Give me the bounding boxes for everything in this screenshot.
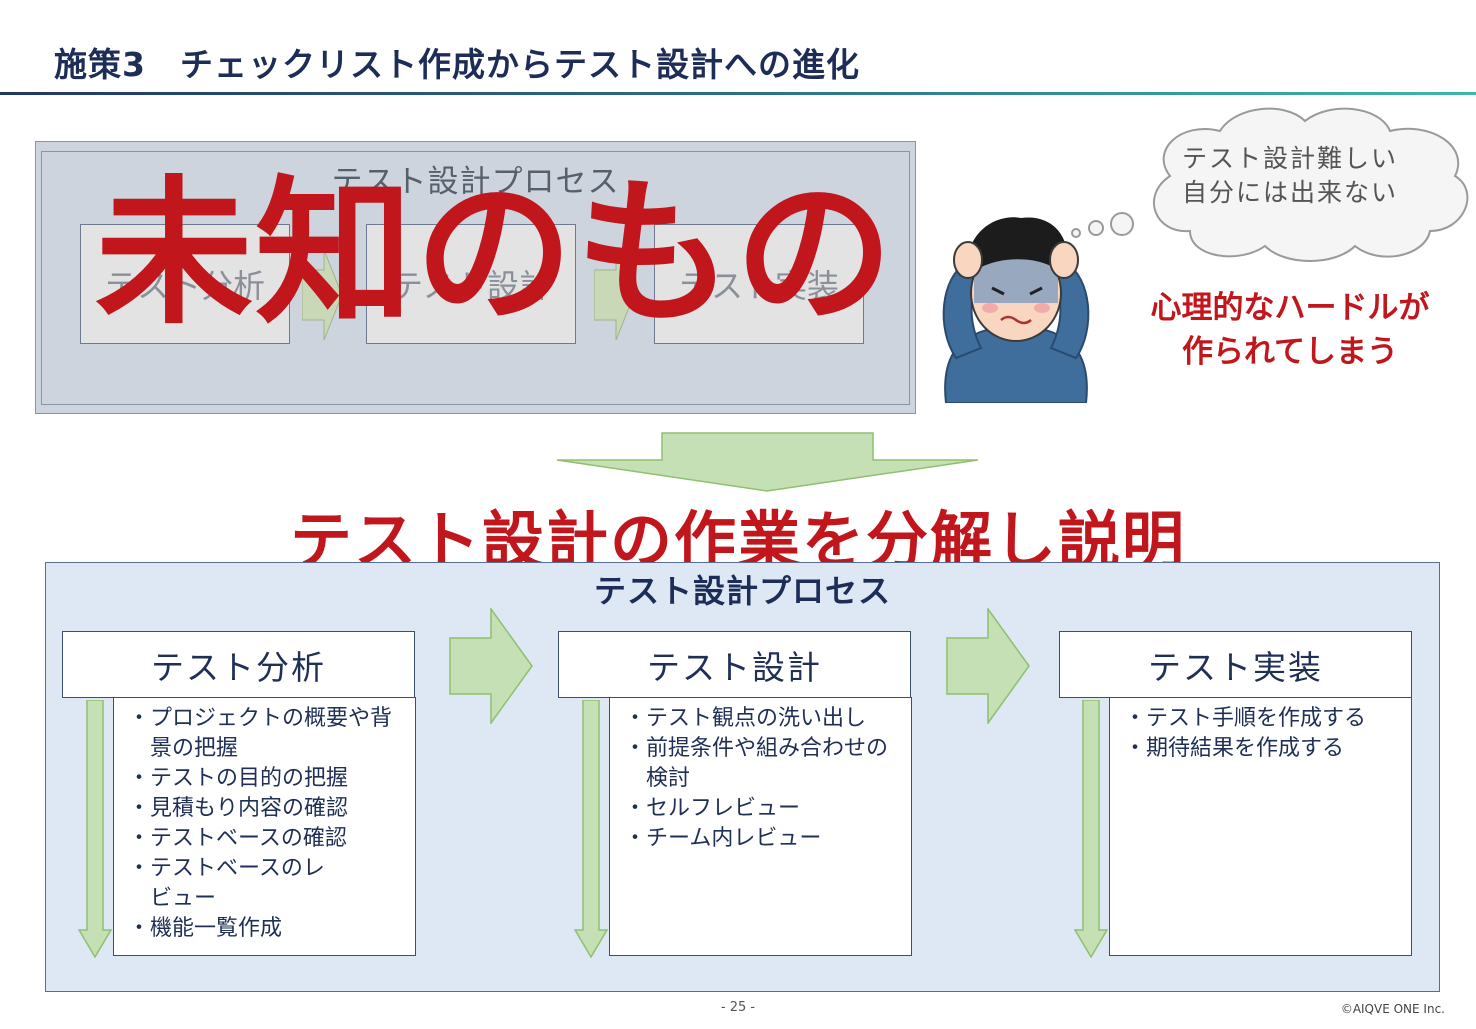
list-item: チーム内レビュー [624, 824, 905, 854]
step-down-arrow-analysis [78, 700, 112, 958]
unknown-overlay-text: 未知のもの [95, 162, 895, 346]
thought-line-1: テスト設計難しい [1181, 144, 1398, 173]
list-item: 機能一覧作成 [128, 914, 409, 944]
list-item: テスト観点の洗い出し [624, 704, 905, 734]
top-step-analysis: テスト分析 [80, 224, 290, 344]
hurdle-line-2: 作られてしまう [1181, 334, 1399, 370]
step-body-implementation: テスト手順を作成する 期待結果を作成する [1109, 697, 1412, 956]
title-divider [0, 92, 1476, 95]
list-item: 前提条件や組み合わせの検討 [624, 734, 905, 794]
list-item: テスト手順を作成する [1124, 704, 1405, 734]
list-item: テストの目的の把握 [128, 764, 409, 794]
step-body-analysis: プロジェクトの概要や背景の把握 テストの目的の把握 見積もり内容の確認 テストベ… [113, 697, 416, 956]
step-body-design: テスト観点の洗い出し 前提条件や組み合わせの検討 セルフレビュー チーム内レビュ… [609, 697, 912, 956]
list-item: プロジェクトの概要や背景の把握 [128, 704, 409, 764]
step-header-design: テスト設計 [558, 631, 911, 698]
transition-down-arrow [556, 432, 979, 492]
step-header-analysis: テスト分析 [62, 631, 415, 698]
worried-person-illustration [942, 217, 1090, 403]
top-step-design: テスト設計 [366, 224, 576, 344]
psychological-hurdle-text: 心理的なハードルが 作られてしまう [1120, 286, 1460, 374]
bottom-process-title: テスト設計プロセス [593, 572, 891, 610]
step-header-implementation: テスト実装 [1059, 631, 1412, 698]
list-item: セルフレビュー [624, 794, 905, 824]
list-item: テストベースのレビュー [128, 854, 335, 914]
copyright: ©AIQVE ONE Inc. [1340, 1002, 1445, 1016]
thought-cloud [1071, 107, 1469, 262]
page-number: - 25 - [720, 1000, 756, 1015]
top-step-arrow-1 [302, 250, 342, 340]
step-arrow-1 [449, 608, 533, 724]
thought-line-2: 自分には出来ない [1181, 178, 1398, 207]
top-process-title: テスト設計プロセス [331, 164, 620, 200]
hurdle-line-1: 心理的なハードルが [1150, 290, 1430, 326]
step-down-arrow-design [574, 700, 608, 958]
list-item: テストベースの確認 [128, 824, 409, 854]
step-arrow-2 [946, 608, 1030, 724]
list-item: 見積もり内容の確認 [128, 794, 409, 824]
thought-cloud-text: テスト設計難しい 自分には出来ない [1150, 142, 1430, 210]
step-down-arrow-implementation [1074, 700, 1108, 958]
slide-title: 施策3 チェックリスト作成からテスト設計への進化 [54, 45, 860, 84]
top-process-inner-frame [41, 151, 910, 405]
top-step-implementation: テスト実装 [654, 224, 864, 344]
list-item: 期待結果を作成する [1124, 734, 1405, 764]
top-step-arrow-2 [594, 250, 634, 340]
